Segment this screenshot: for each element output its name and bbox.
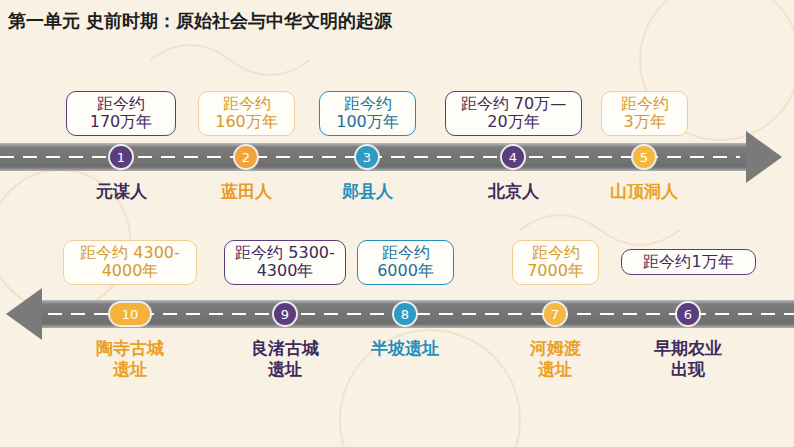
event-name: 陶寺古城遗址 <box>94 338 166 381</box>
callout-number: 5 <box>640 151 648 164</box>
top-arrow <box>0 131 782 183</box>
timeline-dot: 1元谋人 <box>110 146 132 168</box>
date-text: 距今约 4300-4000年 <box>72 244 188 281</box>
timeline-dot: 7河姆渡遗址 <box>544 303 566 325</box>
timeline-dot: 8半坡遗址 <box>394 303 416 325</box>
date-box: 距今约 7000年 <box>512 240 599 285</box>
callout-number: 7 <box>551 308 559 321</box>
callout-number: 3 <box>363 151 371 164</box>
callout-number: 2 <box>242 151 250 164</box>
callout-number: 1 <box>117 151 125 164</box>
date-box: 距今约1万年 <box>621 249 756 275</box>
timeline-dot: 2蓝田人 <box>235 146 257 168</box>
date-box: 距今约 4300-4000年 <box>63 240 197 285</box>
event-name: 河姆渡遗址 <box>527 338 583 381</box>
date-text: 距今约 70万—20万年 <box>454 95 573 132</box>
timeline-dot: 3郧县人 <box>356 146 378 168</box>
date-box: 距今约 5300-4300年 <box>224 240 346 285</box>
date-text: 距今约 7000年 <box>521 244 590 281</box>
callout-number: 10 <box>122 308 139 321</box>
event-name: 早期农业出现 <box>652 338 724 381</box>
event-name: 蓝田人 <box>221 181 272 202</box>
timeline-dot: 4北京人 <box>502 146 524 168</box>
date-box: 距今约 3万年 <box>601 91 688 136</box>
date-box: 距今约 100万年 <box>319 91 416 136</box>
event-name: 元谋人 <box>96 181 147 202</box>
timeline-dot: 6早期农业出现 <box>677 303 699 325</box>
date-text: 距今约 100万年 <box>328 95 407 132</box>
date-text: 距今约1万年 <box>643 253 733 271</box>
date-text: 距今约 170万年 <box>75 95 167 132</box>
date-box: 距今约 70万—20万年 <box>445 91 582 136</box>
callout-number: 6 <box>684 308 692 321</box>
date-box: 距今约 170万年 <box>66 91 176 136</box>
callout-number: 9 <box>281 308 289 321</box>
date-box: 距今约 160万年 <box>198 91 295 136</box>
event-name: 良渚古城遗址 <box>249 338 321 381</box>
timeline-dot: 9良渚古城遗址 <box>274 303 296 325</box>
date-text: 距今约 3万年 <box>610 95 679 132</box>
date-text: 距今约 6000年 <box>366 244 445 281</box>
callout-number: 4 <box>509 151 517 164</box>
date-text: 距今约 160万年 <box>207 95 286 132</box>
slide-title: 第一单元 史前时期：原始社会与中华文明的起源 <box>8 9 392 33</box>
timeline-dot: 10陶寺古城遗址 <box>110 303 150 325</box>
timeline-dot: 5山顶洞人 <box>633 146 655 168</box>
callout-number: 8 <box>401 308 409 321</box>
event-name: 郧县人 <box>342 181 393 202</box>
bottom-arrow <box>6 288 794 340</box>
date-text: 距今约 5300-4300年 <box>233 244 337 281</box>
event-name: 半坡遗址 <box>371 338 439 359</box>
event-name: 北京人 <box>488 181 539 202</box>
event-name: 山顶洞人 <box>610 181 678 202</box>
date-box: 距今约 6000年 <box>357 240 454 285</box>
